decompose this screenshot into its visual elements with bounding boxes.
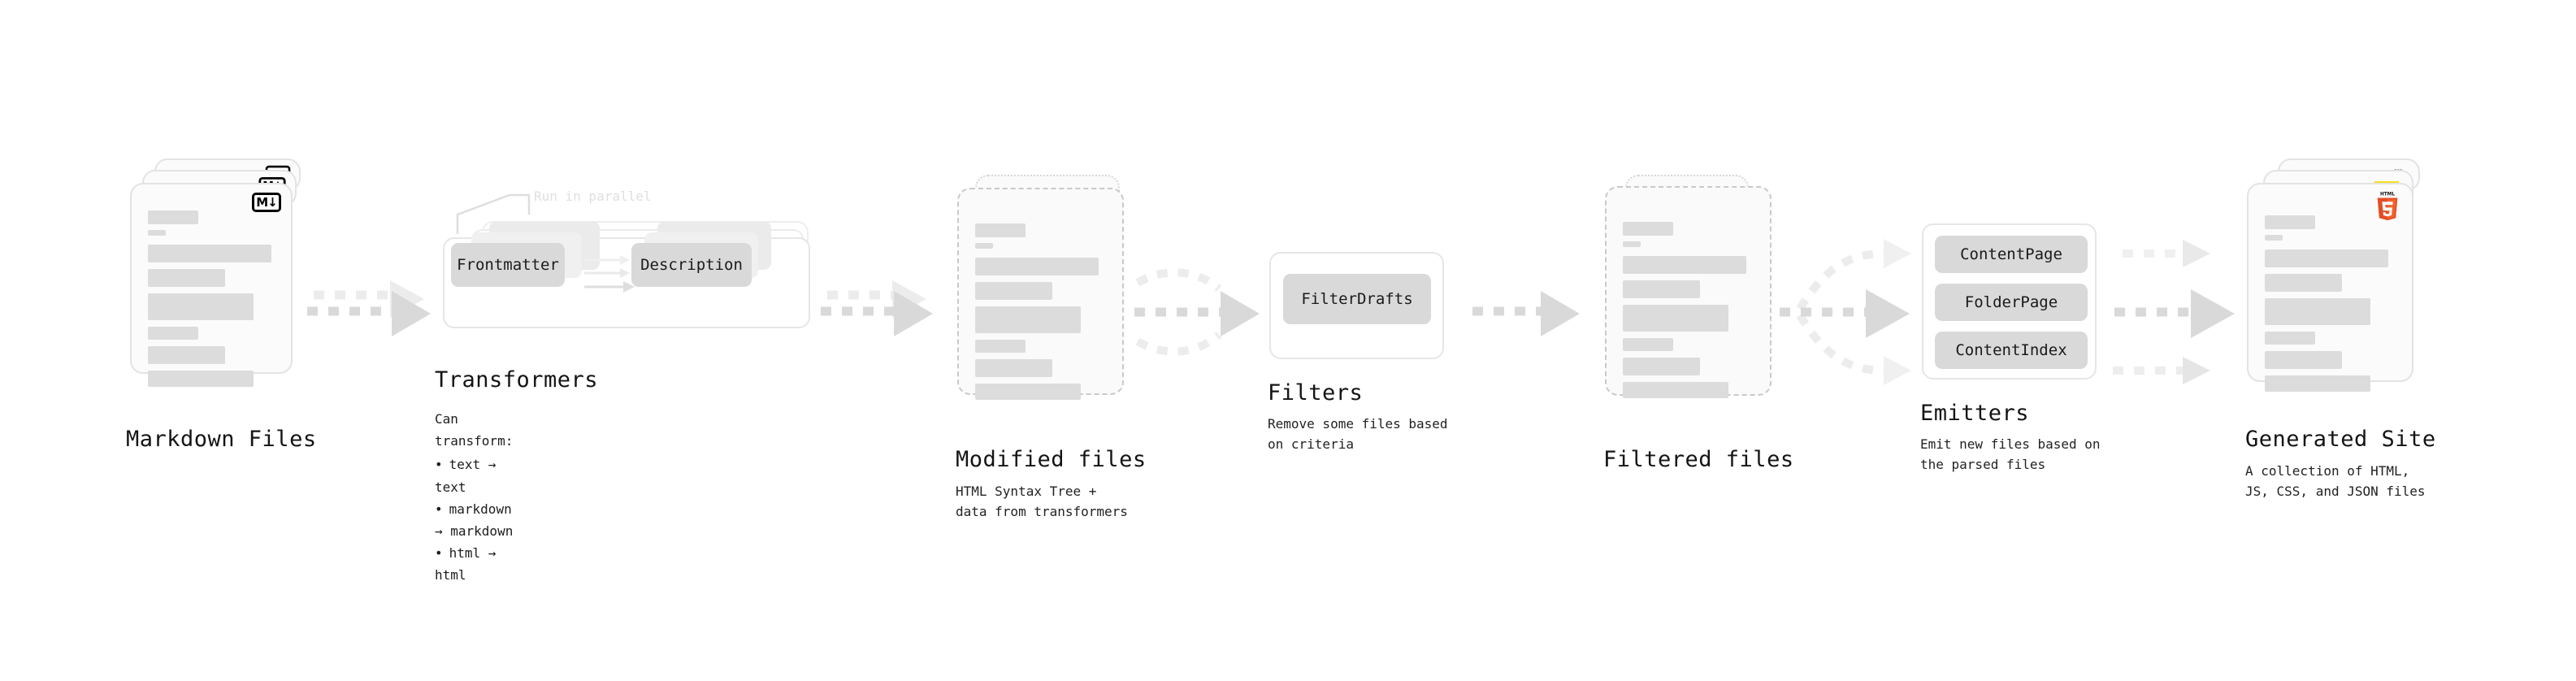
filters-box: FilterDrafts	[1269, 252, 1444, 359]
filtered-card-front	[1605, 186, 1772, 398]
generated-site-subtitle: A collection of HTML, JS, CSS, and JSON …	[2245, 463, 2426, 499]
transformers-desc-item: markdown → markdown	[435, 498, 513, 542]
skeleton-bar	[1623, 305, 1728, 332]
skeleton-bar	[1623, 338, 1673, 351]
arrow-transformers-to-modified	[821, 280, 933, 336]
skeleton-bar	[2265, 249, 2388, 267]
skeleton-bar	[1623, 256, 1746, 274]
skeleton-bar	[148, 346, 225, 364]
skeleton-bar	[148, 269, 225, 287]
transformers-description: Can transform: text → text markdown → ma…	[435, 408, 513, 587]
transformers-desc-item: html → html	[435, 542, 513, 586]
skeleton-bar	[975, 384, 1081, 400]
skeleton-bar	[1623, 358, 1700, 375]
modified-files-subtitle: HTML Syntax Tree + data from transformer…	[956, 484, 1128, 519]
stage-modified-files: Modified files HTML Syntax Tree + data f…	[956, 175, 1146, 519]
stage-filtered-files: Filtered files	[1603, 175, 1793, 472]
skeleton-bar	[975, 223, 1026, 237]
filtered-card-stack	[1605, 175, 1776, 402]
skeleton-bar	[148, 230, 166, 236]
markdown-logo-icon: M↓	[252, 193, 281, 212]
markdown-files-title: Markdown Files	[126, 427, 317, 452]
transformers-title: Transformers	[435, 367, 599, 393]
emitter-chip-contentindex[interactable]: ContentIndex	[1935, 332, 2088, 369]
skeleton-bar	[975, 340, 1026, 353]
transformers-desc-list: text → text markdown → markdown html → h…	[435, 453, 513, 586]
generated-site-title: Generated Site	[2245, 427, 2436, 452]
skeleton-bar	[975, 359, 1052, 377]
skeleton-bar	[1623, 241, 1641, 247]
arrow-filters-to-filtered	[1472, 291, 1580, 336]
skeleton-bar	[148, 293, 254, 320]
emitters-title: Emitters	[1920, 401, 2030, 426]
transformers-box-front: Frontmatter Description	[443, 221, 810, 328]
skeleton-bar	[1623, 222, 1673, 236]
html5-logo-icon: HTML	[2377, 193, 2398, 221]
skeleton-bar	[975, 243, 993, 249]
skeleton-bar	[148, 210, 198, 224]
transformer-chip-frontmatter[interactable]: Frontmatter	[451, 243, 565, 287]
transformers-desc-heading: Can transform:	[435, 411, 514, 449]
arrow-modified-to-filters	[1134, 268, 1260, 356]
skeleton-bar	[2265, 298, 2370, 325]
modified-card-front	[957, 188, 1124, 400]
skeleton-bar	[2265, 351, 2342, 369]
skeleton-bar	[2265, 332, 2315, 345]
emitters-subtitle: Emit new files based on the parsed files	[1920, 436, 2101, 472]
run-in-parallel-label: Run in parallel	[534, 189, 652, 204]
svg-text:HTML: HTML	[2380, 193, 2395, 197]
emitter-chip-contentpage[interactable]: ContentPage	[1935, 236, 2088, 273]
stage-generated-site: CSS HTML	[2245, 158, 2435, 499]
arrow-markdown-to-transformers	[307, 280, 431, 336]
skeleton-bar	[975, 258, 1099, 275]
skeleton-bar	[975, 282, 1052, 300]
modified-card-stack	[957, 175, 1128, 402]
markdown-card-stack: M↓ M↓ M↓	[130, 158, 301, 387]
transformers-desc-item: text → text	[435, 453, 513, 497]
skeleton-bar	[2265, 215, 2315, 229]
generated-card-front: HTML	[2247, 183, 2413, 392]
arrow-filtered-to-emitters	[1780, 239, 1911, 385]
skeleton-bar	[2265, 274, 2342, 292]
filter-chip-filterdrafts[interactable]: FilterDrafts	[1283, 274, 1431, 324]
modified-files-title: Modified files	[956, 447, 1147, 472]
skeleton-bar	[1623, 382, 1728, 398]
emitter-chip-folderpage[interactable]: FolderPage	[1935, 284, 2088, 321]
skeleton-bar	[148, 245, 271, 262]
skeleton-bar	[2265, 235, 2283, 241]
skeleton-bar	[148, 327, 198, 340]
parallel-bracket-icon	[456, 193, 531, 234]
arrow-emitters-to-generated	[2113, 240, 2235, 384]
filtered-files-title: Filtered files	[1603, 447, 1794, 472]
skeleton-bar	[148, 371, 254, 387]
skeleton-bar	[2265, 375, 2370, 392]
filters-subtitle: Remove some files based on criteria	[1268, 416, 1448, 452]
filters-title: Filters	[1268, 380, 1364, 406]
stage-markdown-files: M↓ M↓ M↓ Markdown Files	[126, 158, 316, 452]
skeleton-bar	[1623, 280, 1700, 298]
skeleton-bar	[975, 306, 1081, 333]
generated-card-stack: CSS HTML	[2247, 158, 2422, 392]
transformer-inner-arrows-icon	[584, 255, 635, 293]
emitters-box: ContentPage FolderPage ContentIndex	[1922, 223, 2097, 380]
markdown-card-front: M↓	[130, 183, 293, 387]
transformer-chip-description[interactable]: Description	[631, 243, 752, 287]
